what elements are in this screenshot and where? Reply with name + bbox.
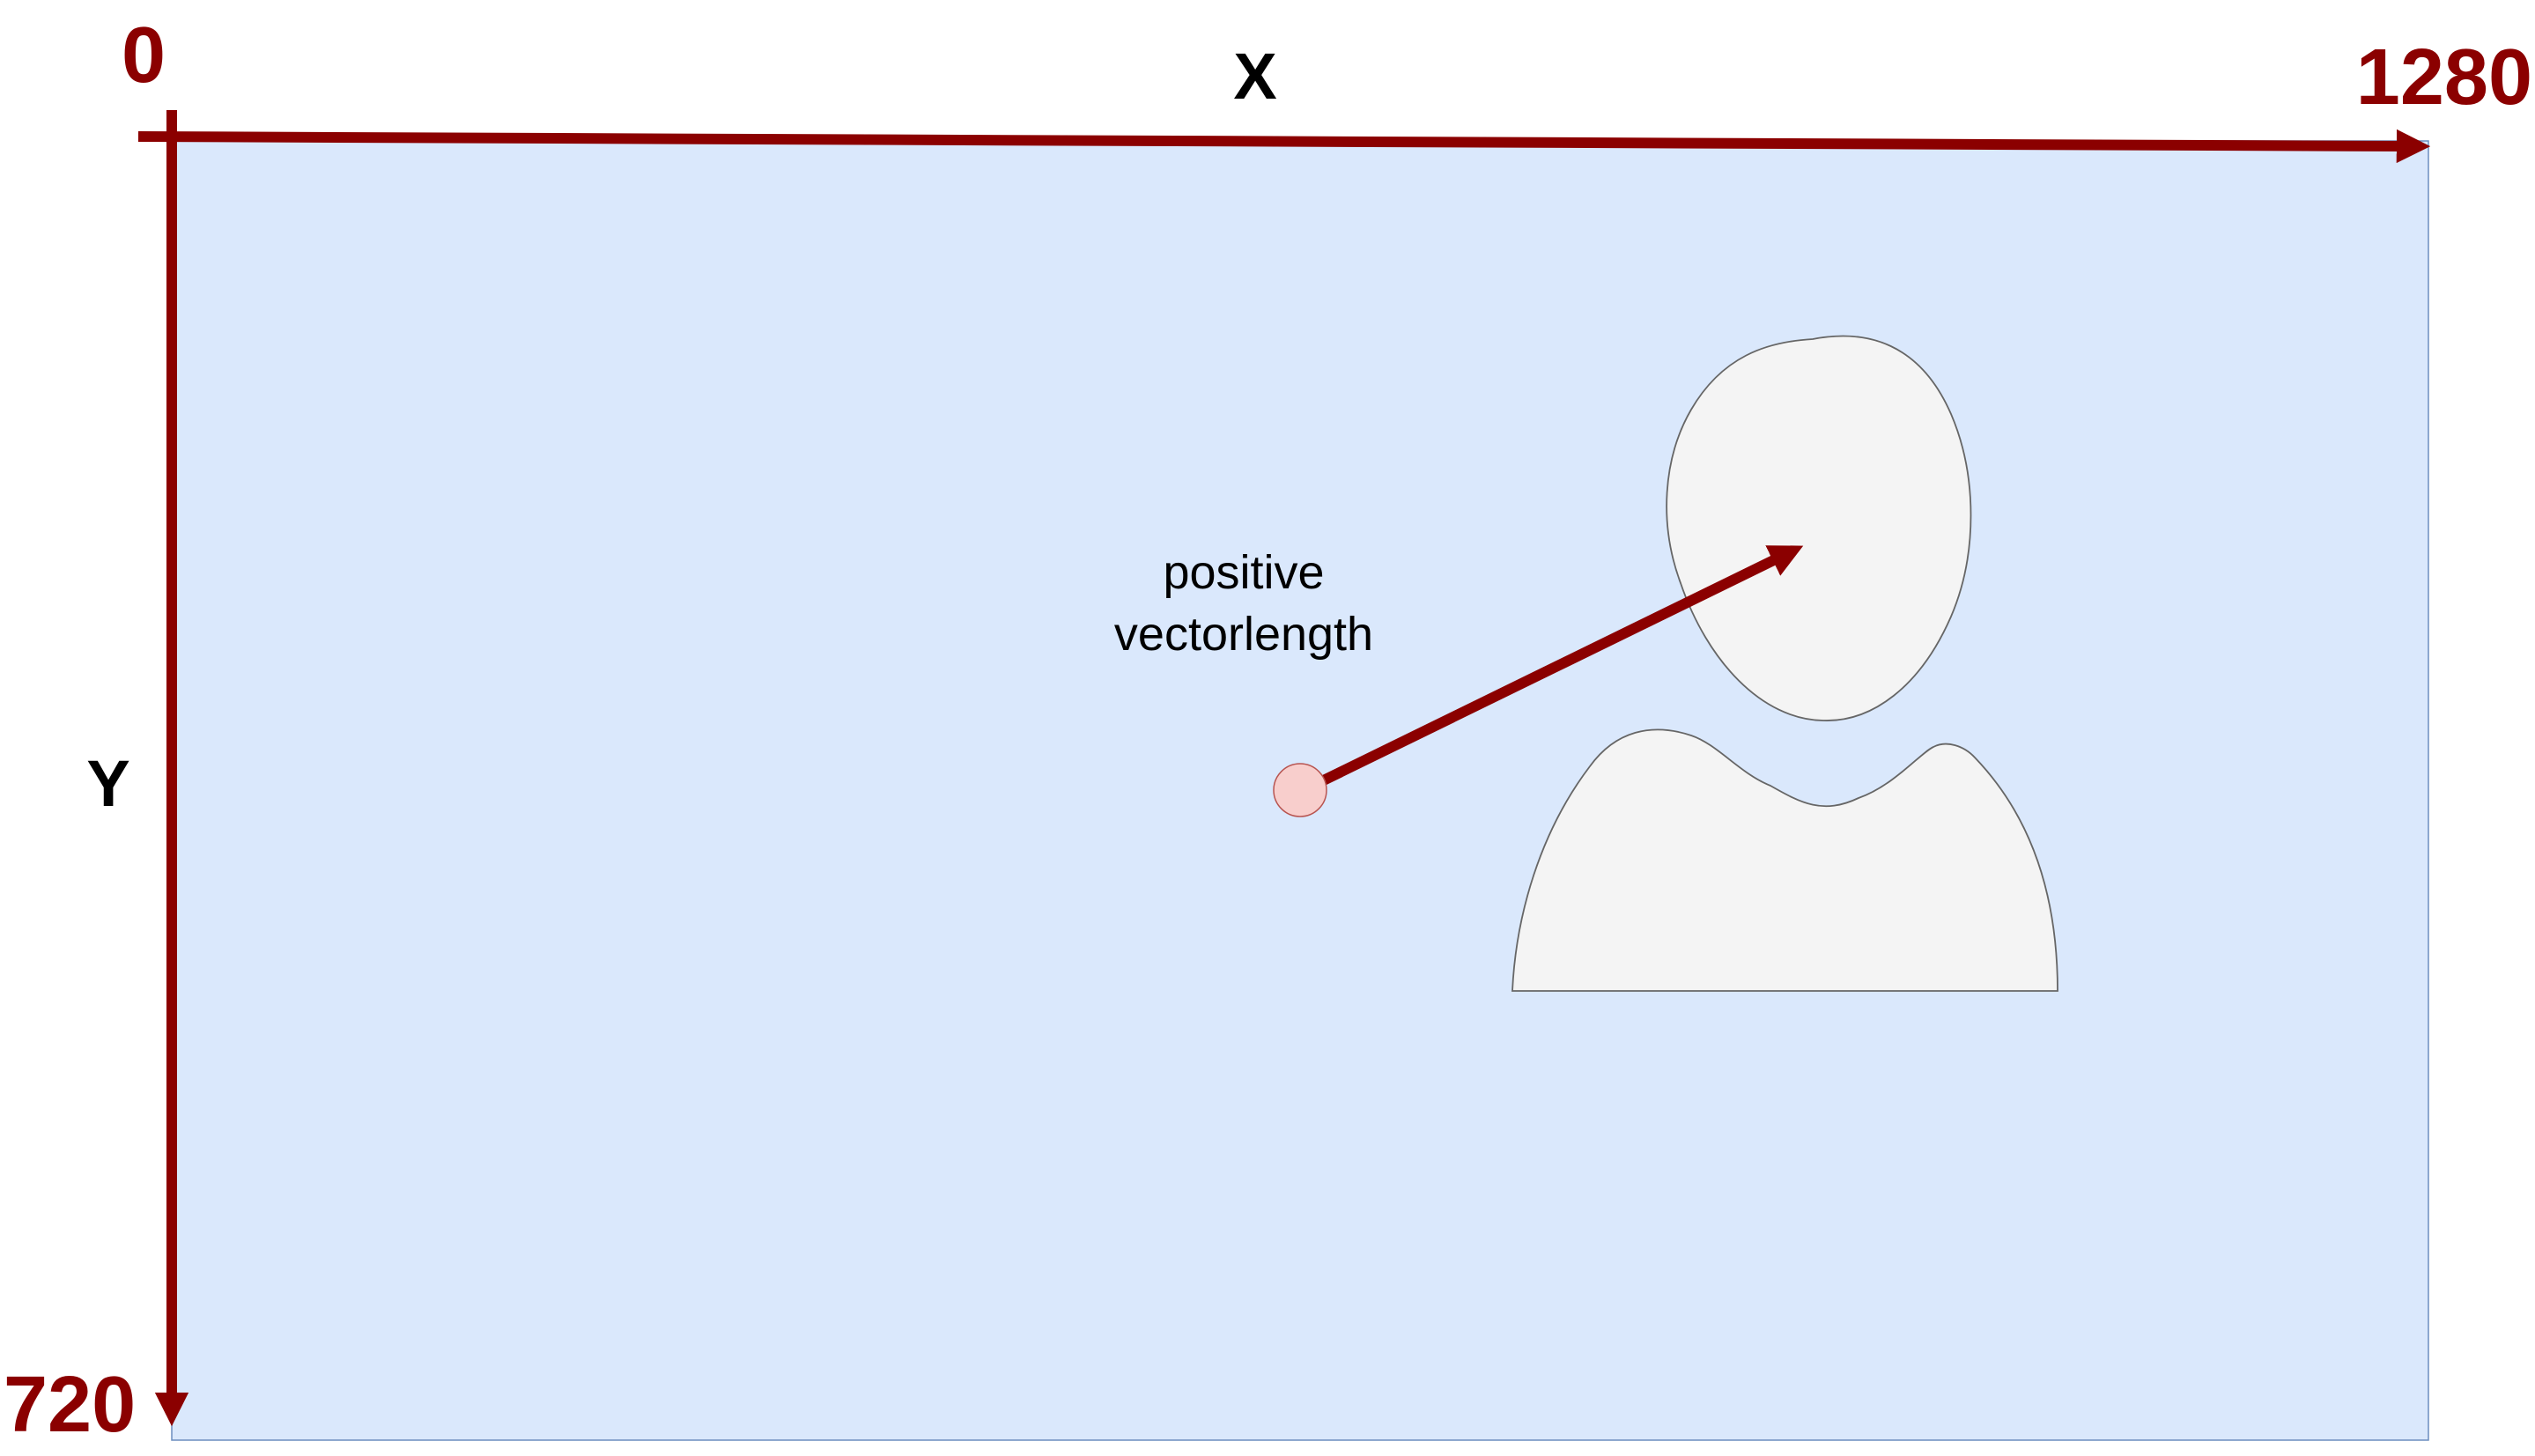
gaze-origin-point: [1273, 763, 1327, 817]
person-body: [1511, 728, 2058, 992]
origin-label: 0: [122, 11, 166, 100]
vector-label-line1: positive: [1163, 546, 1324, 599]
x-max-label: 1280: [2356, 33, 2532, 122]
person-head: [1666, 335, 1972, 721]
y-max-label: 720: [4, 1361, 136, 1449]
vector-arrow: [1299, 545, 1804, 796]
vector-label-line2: vectorlength: [1114, 608, 1373, 661]
y-axis-name: Y: [86, 747, 129, 820]
x-axis-arrow: [137, 129, 2431, 164]
x-axis-name: X: [1233, 40, 1276, 113]
person-silhouette-icon: [1511, 335, 2058, 992]
